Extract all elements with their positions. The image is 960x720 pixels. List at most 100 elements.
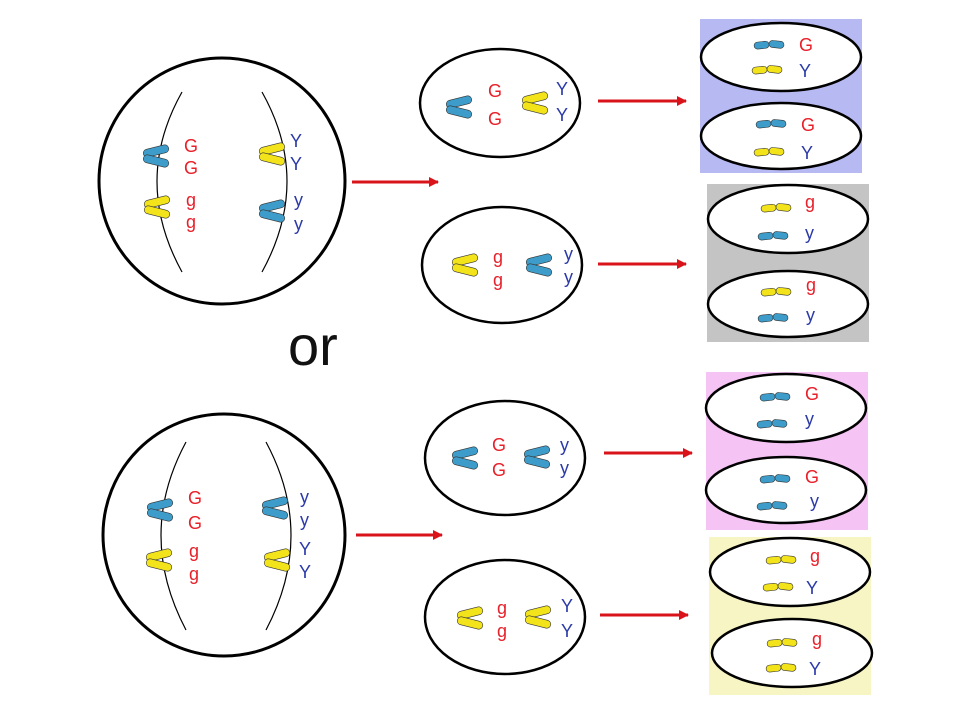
daughter-cell-2b: g g Y Y <box>423 558 587 676</box>
gamete-cell <box>710 617 874 689</box>
allele-label: y <box>300 487 309 507</box>
allele-label: g <box>186 190 196 210</box>
allele-label: y <box>560 458 569 478</box>
allele-label: y <box>806 305 815 325</box>
gamete-cell <box>706 269 870 339</box>
allele-label: g <box>805 192 815 212</box>
allele-label: Y <box>809 659 821 679</box>
allele-label: g <box>189 541 199 561</box>
allele-label: y <box>805 223 814 243</box>
chromosome-yellow <box>263 548 291 572</box>
allele-label: y <box>810 491 819 511</box>
spindle-left <box>160 441 187 631</box>
spindle-right <box>265 441 292 631</box>
allele-label: g <box>810 546 820 566</box>
allele-label: g <box>812 629 822 649</box>
chromosome-yellow <box>143 195 171 219</box>
allele-label: G <box>184 158 198 178</box>
gamete-group-gray: g y g y <box>706 183 870 342</box>
spindle-right <box>261 91 288 273</box>
allele-label: G <box>488 109 502 129</box>
daughter-cell-2a: G G y y <box>423 399 587 517</box>
or-separator: or <box>288 314 338 377</box>
chromosome-yellow <box>145 548 173 572</box>
chromosome-blue <box>523 445 551 469</box>
chromosome-yellow <box>765 555 797 565</box>
gamete-cell <box>699 101 863 171</box>
allele-label: g <box>497 621 507 641</box>
allele-label: G <box>184 136 198 156</box>
chromosome-blue <box>759 392 791 402</box>
chromosome-yellow <box>751 65 783 75</box>
chromosome-yellow <box>753 147 785 157</box>
chromosome-blue <box>451 446 479 470</box>
chromosome-yellow <box>766 638 798 648</box>
allele-label: G <box>805 467 819 487</box>
allele-label: Y <box>299 562 311 582</box>
allele-label: y <box>564 267 573 287</box>
spindle-left <box>156 91 183 273</box>
allele-label: Y <box>801 143 813 163</box>
allele-label: G <box>188 513 202 533</box>
allele-label: y <box>560 435 569 455</box>
chromosome-blue <box>258 199 286 223</box>
gamete-cell <box>704 372 868 444</box>
allele-label: Y <box>561 596 573 616</box>
chromosome-yellow <box>456 606 484 630</box>
allele-label: Y <box>799 61 811 81</box>
chromosome-blue <box>759 474 791 484</box>
chromosome-yellow <box>451 253 479 277</box>
chromosome-yellow <box>524 605 552 629</box>
allele-label: y <box>564 244 573 264</box>
allele-label: g <box>189 564 199 584</box>
allele-label: G <box>492 435 506 455</box>
daughter-cell-1a: G G Y Y <box>418 47 582 159</box>
allele-label: g <box>806 275 816 295</box>
chromosome-blue <box>757 231 789 241</box>
daughter-cell-1b: g g y y <box>420 205 584 325</box>
chromosome-blue <box>142 144 170 168</box>
gamete-group-lavender: G Y G Y <box>699 19 863 173</box>
allele-label: g <box>493 247 503 267</box>
allele-label: G <box>488 81 502 101</box>
allele-label: Y <box>290 131 302 151</box>
chromosome-yellow <box>760 287 792 297</box>
allele-label: Y <box>556 79 568 99</box>
chromosome-blue <box>445 95 473 119</box>
chromosome-yellow <box>765 663 797 673</box>
allele-label: y <box>300 510 309 530</box>
chromosome-blue <box>261 496 289 520</box>
chromosome-blue <box>753 40 785 50</box>
allele-label: Y <box>290 154 302 174</box>
parent-cell-2: G G g g y y Y Y <box>101 412 347 658</box>
allele-label: G <box>805 384 819 404</box>
allele-label: Y <box>299 539 311 559</box>
chromosome-blue <box>756 419 788 429</box>
gamete-group-pink: G y G y <box>704 372 868 530</box>
chromosome-yellow <box>760 203 792 213</box>
allele-label: G <box>799 35 813 55</box>
gamete-cell <box>706 183 870 255</box>
allele-label: y <box>294 190 303 210</box>
gamete-group-cream: g Y g Y <box>708 536 874 695</box>
gamete-cell <box>704 455 868 525</box>
allele-label: Y <box>561 621 573 641</box>
scenario-2: G G g g y y Y Y G G y y g g <box>101 372 874 695</box>
scenario-1: G G g g Y Y y y G G Y Y g <box>97 19 870 342</box>
gamete-cell <box>708 536 872 608</box>
chromosome-blue <box>755 119 787 129</box>
allele-label: Y <box>556 105 568 125</box>
allele-label: g <box>493 270 503 290</box>
allele-label: y <box>805 409 814 429</box>
chromosome-blue <box>756 501 788 511</box>
chromosome-yellow <box>762 582 794 592</box>
allele-label: Y <box>806 578 818 598</box>
allele-label: g <box>186 212 196 232</box>
allele-label: y <box>294 214 303 234</box>
allele-label: G <box>188 488 202 508</box>
allele-label: G <box>801 115 815 135</box>
chromosome-blue <box>146 498 174 522</box>
chromosome-yellow <box>258 142 286 166</box>
allele-label: g <box>497 598 507 618</box>
